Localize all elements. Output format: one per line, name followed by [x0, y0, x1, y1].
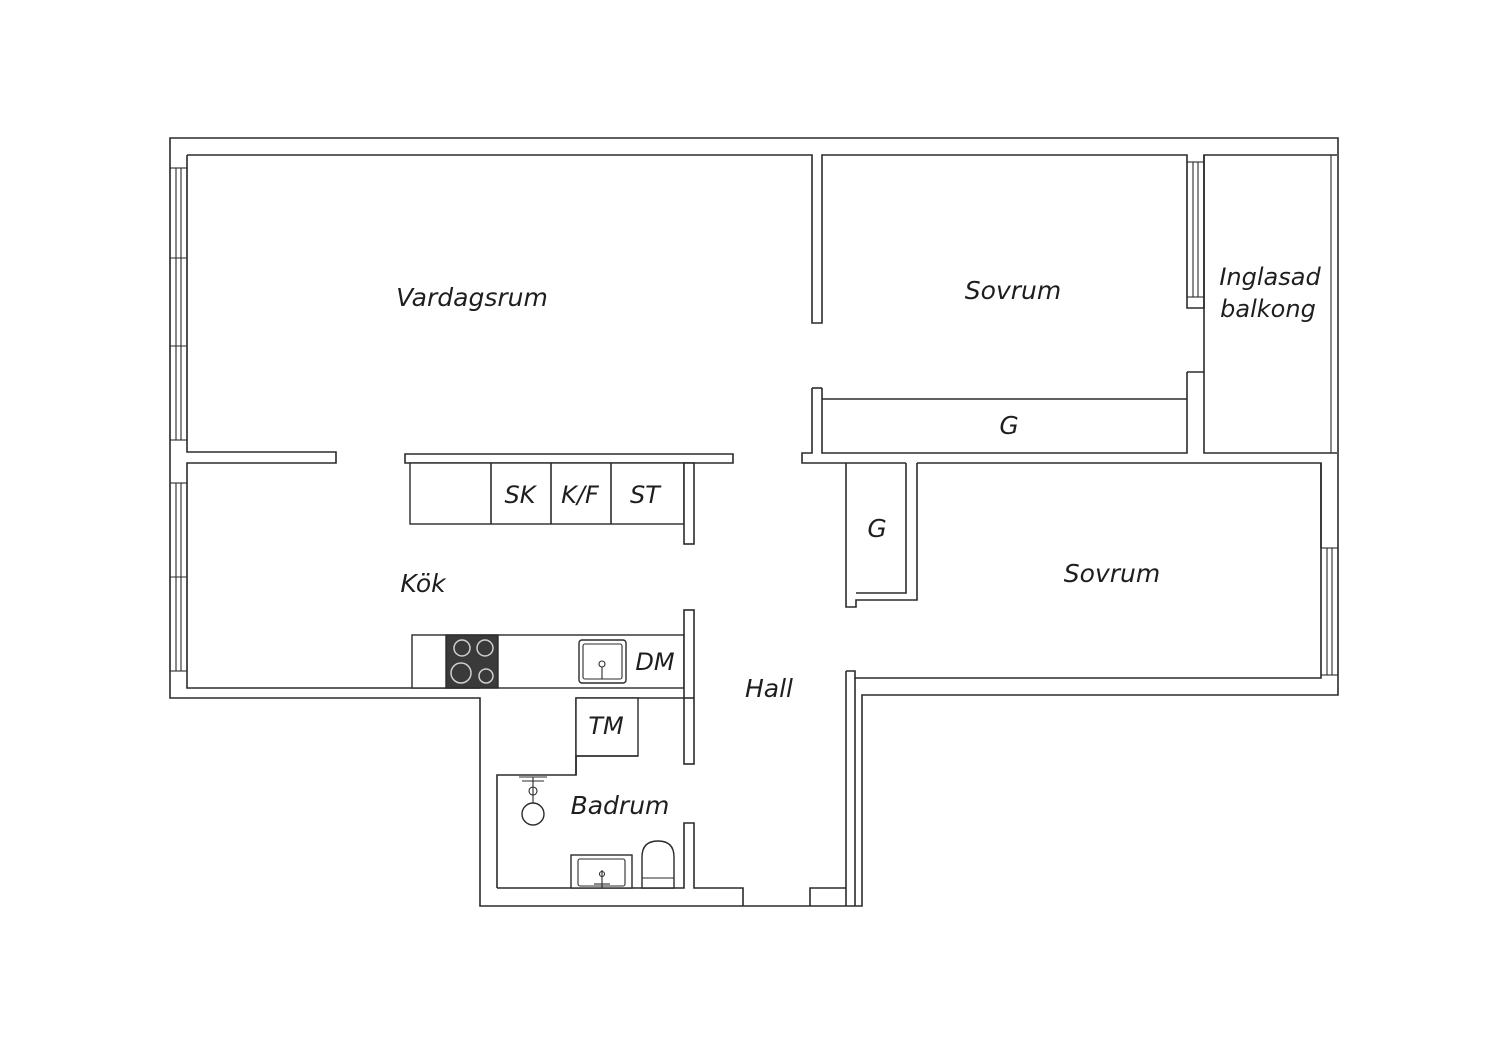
bedroom-top-label: Sovrum [965, 276, 1061, 305]
dryer-label: TM [588, 712, 624, 740]
bathroom-walls [496, 697, 846, 906]
closet-walls [801, 372, 1322, 906]
living-room-label: Vardagsrum [396, 283, 548, 312]
dishwasher-label: DM [635, 648, 674, 676]
fridge-freezer-label: K/F [561, 481, 600, 509]
kitchen-label: Kök [400, 569, 447, 598]
closet-horizontal-label: G [999, 411, 1018, 440]
hall-label: Hall [745, 674, 793, 703]
balcony-label-line2: balkong [1220, 295, 1316, 323]
kitchen-lower-counter [411, 609, 695, 765]
balcony-walls [1187, 155, 1337, 454]
closet-vertical-label: G [867, 514, 886, 543]
bathroom-label: Badrum [571, 791, 670, 820]
freezer-label: SK [505, 481, 538, 509]
bedroom-bottom-label: Sovrum [1064, 559, 1160, 588]
cabinet-label: ST [630, 481, 662, 509]
kitchen-upper-counter [404, 453, 734, 545]
outer-walls [169, 137, 1339, 907]
balcony-label-line1: Inglasad [1219, 263, 1321, 291]
